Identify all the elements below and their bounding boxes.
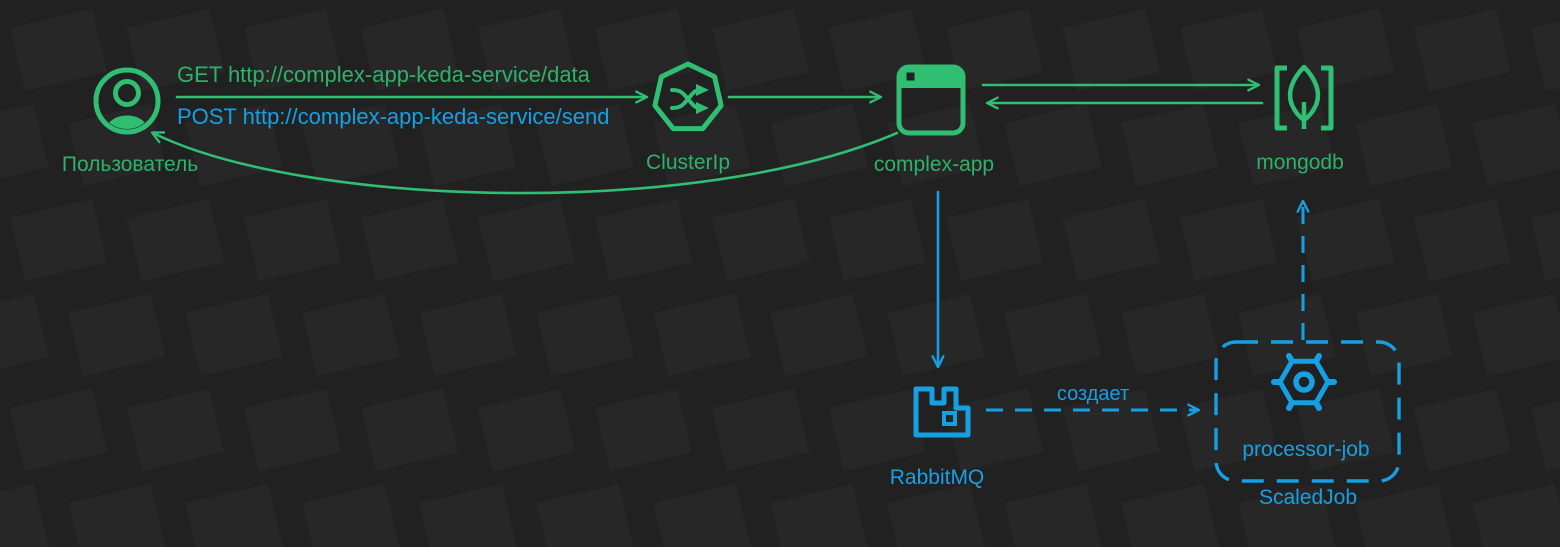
mongodb-leaf-brackets-icon [1274, 64, 1334, 131]
node-clusterip [652, 61, 724, 132]
node-complexapp [896, 64, 966, 136]
creates-edge-label: создает [1056, 383, 1130, 405]
processorjob-label: processor-job [1242, 438, 1370, 461]
rabbitmq-icon [913, 386, 971, 438]
rabbitmq-label: RabbitMQ [889, 466, 985, 489]
user-avatar-icon [93, 67, 161, 135]
node-mongodb [1274, 64, 1334, 131]
node-processorjob [1271, 353, 1337, 411]
scaledjob-boundary-box [1214, 340, 1401, 483]
app-browser-window-icon [896, 64, 966, 136]
hex-gear-icon [1271, 353, 1337, 411]
user-label: Пользователь [61, 153, 199, 176]
node-rabbitmq [913, 386, 971, 438]
k8s-service-shuffle-icon [652, 61, 724, 132]
edge-complexapp-to-user-response-curve [150, 131, 899, 195]
complexapp-label: complex-app [873, 153, 995, 176]
clusterip-label: ClusterIp [645, 151, 731, 174]
node-user [93, 67, 161, 135]
scaledjob-label: ScaledJob [1258, 486, 1358, 509]
post-request-label: POST http://complex-app-keda-service/sen… [177, 104, 610, 129]
get-request-label: GET http://complex-app-keda-service/data [177, 62, 590, 87]
mongodb-label: mongodb [1256, 151, 1344, 174]
